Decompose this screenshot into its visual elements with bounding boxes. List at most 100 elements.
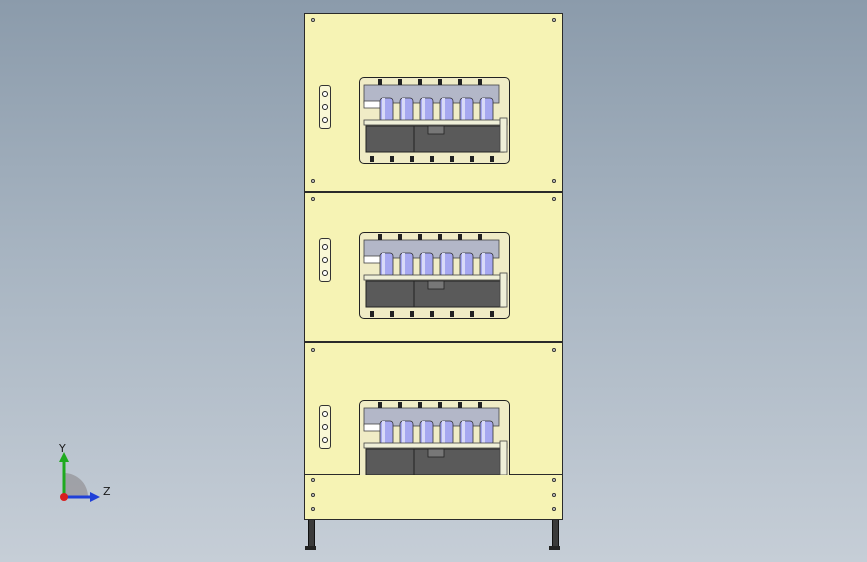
cell-highlight: [462, 421, 465, 445]
bottom-pin: [470, 311, 474, 317]
battery-pack-drawing: [363, 234, 508, 317]
terminal-pin: [418, 234, 422, 240]
cell-highlight: [482, 421, 485, 445]
corner-screw: [311, 197, 315, 201]
bottom-pin: [450, 311, 454, 317]
terminal-pin: [478, 234, 482, 240]
battery-cell: [399, 420, 414, 446]
side-bracket: [499, 117, 508, 153]
tray-latch: [427, 125, 445, 135]
battery-cell: [399, 97, 414, 123]
terminal-pin: [438, 402, 442, 408]
cell-highlight: [422, 421, 425, 445]
bottom-pin: [410, 311, 414, 317]
battery-cell: [439, 420, 454, 446]
cell-highlight: [382, 421, 385, 445]
latch-hole: [322, 91, 328, 97]
battery-cell: [419, 252, 434, 278]
corner-screw: [552, 348, 556, 352]
tray-latch: [427, 448, 445, 458]
battery-cell: [419, 420, 434, 446]
cell-highlight: [382, 98, 385, 122]
corner-screw: [311, 179, 315, 183]
side-bracket: [499, 272, 508, 308]
terminal-pin: [398, 402, 402, 408]
battery-cabinet-assembly[interactable]: [304, 13, 563, 550]
terminal-pin: [378, 79, 382, 85]
cabinet-module-upper[interactable]: [304, 13, 563, 192]
bottom-pin: [450, 156, 454, 162]
bottom-pin: [390, 156, 394, 162]
axis-triad-icon: [59, 452, 100, 502]
cabinet-base-panel[interactable]: [304, 475, 563, 520]
battery-cell: [479, 252, 494, 278]
base-screw: [552, 493, 556, 497]
base-screw: [552, 507, 556, 511]
cell-highlight: [422, 253, 425, 277]
battery-cell: [459, 420, 474, 446]
cabinet-module-lower[interactable]: [304, 342, 563, 487]
terminal-pin: [378, 402, 382, 408]
battery-cell: [479, 420, 494, 446]
bottom-pin: [390, 311, 394, 317]
terminal-pin: [418, 402, 422, 408]
base-screw: [311, 493, 315, 497]
base-screw: [311, 478, 315, 482]
battery-cell: [459, 252, 474, 278]
latch-hole: [322, 424, 328, 430]
cell-highlight: [482, 253, 485, 277]
latch-hole: [322, 270, 328, 276]
battery-view-window: [359, 232, 510, 319]
corner-screw: [552, 197, 556, 201]
latch-hole: [322, 257, 328, 263]
module-latch-handle[interactable]: [319, 238, 331, 282]
module-latch-handle[interactable]: [319, 405, 331, 449]
cell-highlight: [422, 98, 425, 122]
battery-cell: [459, 97, 474, 123]
y-axis-label: Y: [59, 442, 66, 455]
terminal-pin: [458, 402, 462, 408]
battery-pack-drawing: [363, 402, 508, 485]
cell-highlight: [442, 98, 445, 122]
bottom-pin: [430, 156, 434, 162]
latch-hole: [322, 117, 328, 123]
bottom-pin: [430, 311, 434, 317]
corner-screw: [552, 179, 556, 183]
side-bracket: [499, 440, 508, 476]
cell-highlight: [462, 253, 465, 277]
z-axis-label: Z: [103, 485, 111, 498]
terminal-pin: [438, 79, 442, 85]
latch-hole: [322, 437, 328, 443]
battery-cell: [379, 420, 394, 446]
cell-highlight: [462, 98, 465, 122]
battery-pack-drawing: [363, 79, 508, 162]
terminal-pin: [398, 234, 402, 240]
terminal-pin: [458, 234, 462, 240]
battery-cell: [439, 97, 454, 123]
base-screw: [311, 507, 315, 511]
terminal-pin: [418, 79, 422, 85]
battery-cell: [399, 252, 414, 278]
terminal-pin: [378, 234, 382, 240]
terminal-pin: [438, 234, 442, 240]
latch-hole: [322, 411, 328, 417]
retaining-bar: [363, 442, 508, 449]
bottom-pin: [490, 156, 494, 162]
module-latch-handle[interactable]: [319, 85, 331, 129]
latch-hole: [322, 104, 328, 110]
cell-highlight: [402, 253, 405, 277]
cabinet-module-middle[interactable]: [304, 192, 563, 342]
bottom-pin: [470, 156, 474, 162]
terminal-pin: [398, 79, 402, 85]
battery-cell: [439, 252, 454, 278]
battery-cell: [379, 97, 394, 123]
corner-screw: [311, 18, 315, 22]
terminal-pin: [458, 79, 462, 85]
cell-highlight: [442, 421, 445, 445]
retaining-bar: [363, 119, 508, 126]
cabinet-leg-right: [552, 520, 559, 550]
cell-highlight: [402, 98, 405, 122]
cell-highlight: [402, 421, 405, 445]
latch-hole: [322, 244, 328, 250]
